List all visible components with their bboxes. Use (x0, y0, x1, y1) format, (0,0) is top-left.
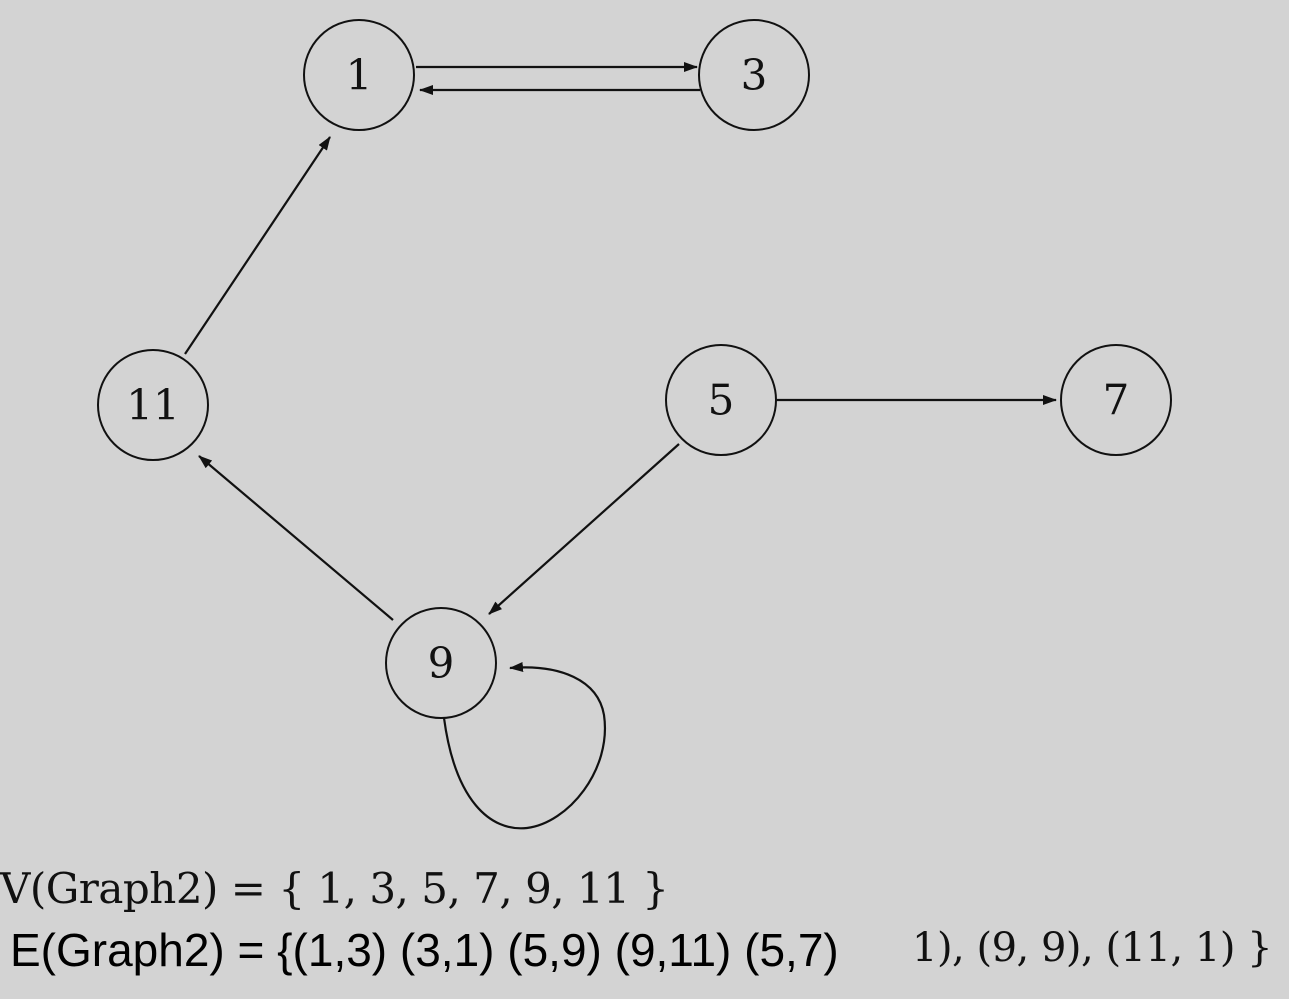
node-9-circle (385, 607, 497, 719)
edge-set-text-overlay: E(Graph2) = {(1,3) (3,1) (5,9) (9,11) (5… (10, 924, 839, 976)
node-7-label: 7 (1103, 376, 1130, 425)
edge-9-to-9-loop (442, 661, 607, 830)
edge-11-to-1 (184, 136, 331, 355)
node-1-label: 1 (346, 51, 373, 100)
edge-5-to-9 (488, 443, 680, 615)
node-5-label: 5 (708, 376, 735, 425)
node-11-label: 11 (126, 381, 179, 430)
node-7-circle (1060, 344, 1172, 456)
node-3-label: 3 (741, 51, 768, 100)
node-7: 7 (1060, 344, 1172, 456)
node-9: 9 (385, 607, 497, 719)
node-1: 1 (303, 19, 415, 131)
node-5-circle (665, 344, 777, 456)
edge-set-text-tail: 1), (9, 9), (11, 1) } (912, 925, 1273, 971)
edge-9-to-11 (198, 455, 394, 621)
node-3: 3 (698, 19, 810, 131)
vertex-set-text: V(Graph2) = { 1, 3, 5, 7, 9, 11 } (0, 864, 669, 913)
node-9-label: 9 (428, 639, 455, 688)
node-5: 5 (665, 344, 777, 456)
node-3-circle (698, 19, 810, 131)
node-11-circle (97, 349, 209, 461)
node-1-circle (303, 19, 415, 131)
node-11: 11 (97, 349, 209, 461)
